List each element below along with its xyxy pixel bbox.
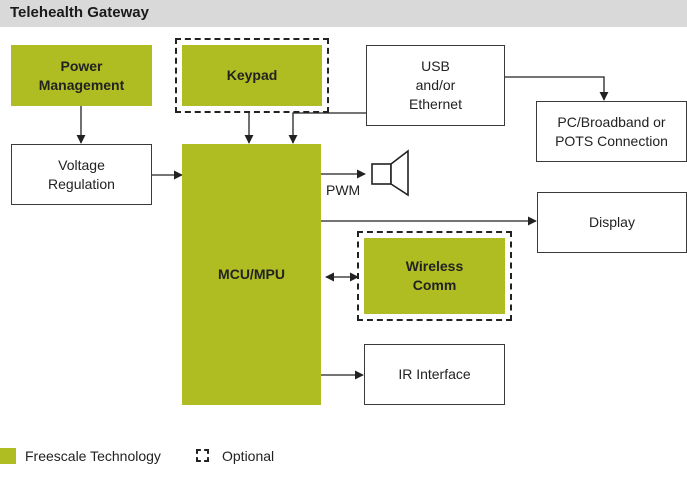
keypad-block: Keypad: [182, 45, 322, 106]
display-block: Display: [537, 192, 687, 253]
voltage-regulation-block: Voltage Regulation: [11, 144, 152, 205]
arrow-usb-to-pc: [505, 76, 609, 101]
title-bar: Telehealth Gateway: [0, 0, 687, 27]
wireless-optional-outline: [357, 231, 512, 321]
legend-freescale-label: Freescale Technology: [25, 448, 161, 464]
usb-ethernet-block: USB and/or Ethernet: [366, 45, 505, 126]
legend-optional-label: Optional: [222, 448, 275, 464]
pwm-label: PWM: [326, 182, 361, 198]
wireless-comm-block: Wireless Comm: [364, 238, 505, 314]
legend-freescale-swatch: [0, 448, 16, 464]
page-title: Telehealth Gateway: [10, 4, 149, 21]
ir-interface-block: IR Interface: [364, 344, 505, 405]
pc-broadband-block: PC/Broadband or POTS Connection: [536, 101, 687, 162]
power-management-block: Power Management: [11, 45, 152, 106]
legend-optional-swatch: [196, 449, 209, 462]
arrow-usb-to-mcu: [288, 112, 366, 144]
keypad-optional-outline: [175, 38, 329, 113]
speaker-icon: [371, 149, 409, 197]
mcu-mpu-block: MCU/MPU: [182, 144, 321, 405]
